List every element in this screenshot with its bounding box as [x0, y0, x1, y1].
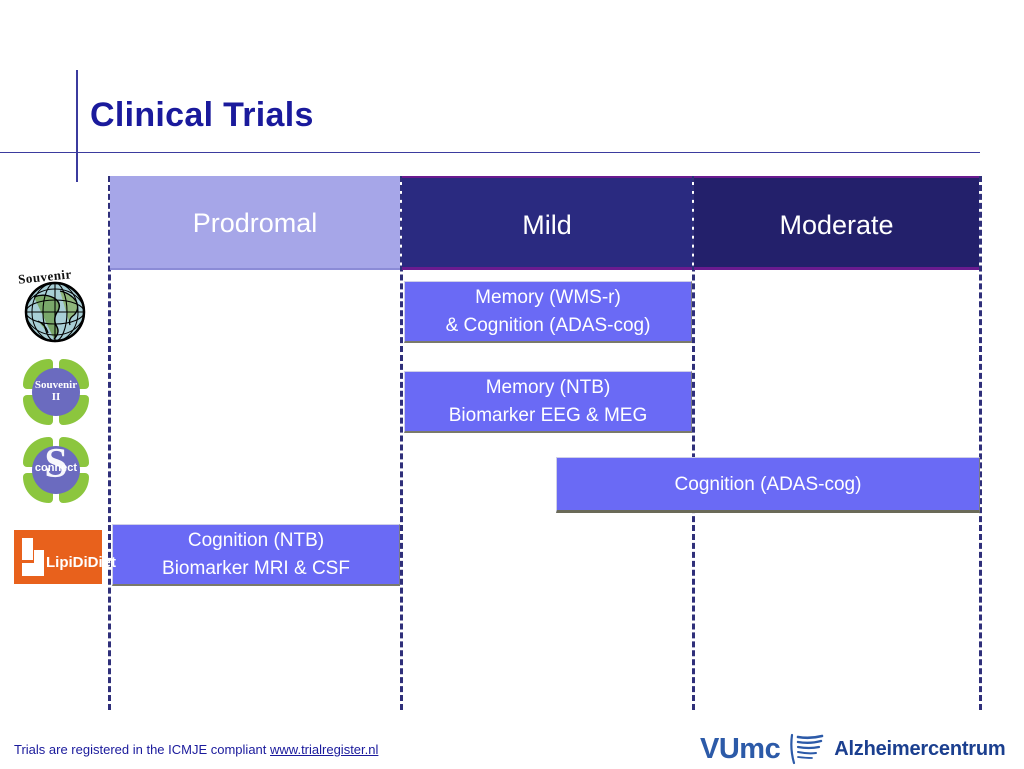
measure-box-prodromal-assessment: Cognition (NTB) Biomarker MRI & CSF: [112, 524, 400, 586]
measure-box-mild-assessment-1: Memory (WMS-r) & Cognition (ADAS-cog): [404, 281, 692, 343]
stage-header-mild: Mild: [402, 176, 692, 270]
measure-box-mild-assessment-2: Memory (NTB) Biomarker EEG & MEG: [404, 371, 692, 433]
table-border-left: [108, 176, 111, 710]
lipididiet-mark-icon: [22, 538, 44, 576]
vumc-wordmark: VUmc: [700, 732, 781, 765]
connect-wordmark: connect: [34, 462, 78, 474]
column-divider-1: [400, 176, 403, 710]
stage-header-moderate: Moderate: [694, 176, 979, 270]
alzheimercentrum-wordmark: Alzheimercentrum: [834, 737, 1006, 760]
vumc-fan-icon: [790, 733, 824, 765]
mark-square-a: [22, 538, 33, 560]
measure-line: Cognition (NTB): [187, 530, 325, 552]
page-title: Clinical Trials: [90, 96, 314, 134]
footer-registration-note: Trials are registered in the ICMJE compl…: [14, 742, 378, 757]
s-connect-core: S connect: [32, 446, 80, 494]
title-underline-rule: [0, 152, 980, 153]
measure-line: Biomarker MRI & CSF: [162, 558, 350, 579]
lipididiet-wordmark: LipiDiDiet: [46, 554, 116, 571]
souvenir-logo: Souvenir: [12, 266, 104, 346]
mark-square-b: [34, 550, 44, 563]
measure-line: Memory (WMS-r): [475, 287, 621, 309]
souvenir-ii-logo: Souvenir II: [12, 356, 104, 432]
column-divider-2: [692, 176, 695, 710]
souvenir-ii-line-1: Souvenir: [34, 379, 78, 392]
souvenir-ii-core: Souvenir II: [32, 368, 80, 416]
title-accent-vertical-rule: [76, 70, 78, 182]
vumc-alzheimercentrum-logo: VUmc Alzheimercentrum: [700, 729, 1006, 769]
petal-ring: Souvenir II: [22, 358, 90, 426]
souvenir-ii-line-2: II: [51, 391, 61, 403]
petal-ring: S connect: [22, 436, 90, 504]
footer-note-text: Trials are registered in the ICMJE compl…: [14, 742, 271, 757]
measure-box-mild-moderate-assessment: Cognition (ADAS-cog): [556, 457, 980, 513]
clinical-trials-stage-table: Prodromal Mild Moderate Memory (WMS-r) &…: [108, 176, 982, 710]
measure-line: & Cognition (ADAS-cog): [445, 315, 651, 336]
measure-line: Cognition (ADAS-cog): [674, 473, 862, 495]
s-letter-glyph: S: [44, 446, 68, 487]
lipididiet-logo: LipiDiDiet: [12, 530, 116, 586]
measure-line: Biomarker EEG & MEG: [448, 405, 648, 426]
trialregister-link[interactable]: www.trialregister.nl: [270, 742, 379, 757]
table-border-right: [979, 176, 982, 710]
mark-square-c: [22, 563, 44, 576]
globe-icon: [24, 281, 86, 343]
stage-header-prodromal: Prodromal: [110, 176, 400, 270]
s-connect-logo: S connect: [12, 434, 104, 510]
lipididiet-badge: LipiDiDiet: [14, 530, 116, 584]
measure-line: Memory (NTB): [485, 377, 611, 399]
